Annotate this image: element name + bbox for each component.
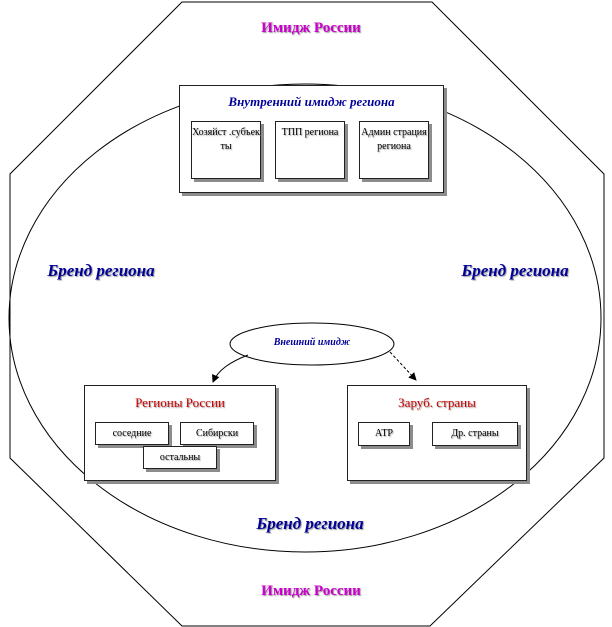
inner-item-3: Админ страция региона (359, 121, 429, 179)
regions-russia-box: Регионы России соседние Сибирски остальн… (84, 385, 276, 481)
brand-left: Бренд региона (47, 261, 155, 280)
brand-bottom: Бренд региона (256, 514, 364, 533)
external-image-ellipse (229, 322, 395, 366)
regions-item-others: остальны (143, 446, 217, 469)
inner-item-1: Хозяйст .субъек ты (191, 121, 261, 179)
external-image-label: Внешний имидж (273, 337, 351, 348)
regions-russia-title: Регионы России (135, 395, 225, 410)
arrow-right (389, 351, 417, 381)
regions-item-siberian: Сибирски (180, 422, 254, 445)
region-ellipse (8, 83, 602, 553)
foreign-item-other: Др. страны (432, 422, 518, 446)
inner-image-box: Внутренний имидж региона Хозяйст .субъек… (179, 85, 444, 193)
brand-right: Бренд региона (461, 261, 569, 280)
foreign-title: Заруб. страны (398, 395, 476, 410)
foreign-item-apr: АТР (358, 422, 410, 446)
octagon-frame (9, 1, 605, 627)
top-title: Имидж России (261, 20, 361, 36)
bottom-title: Имидж России (261, 583, 361, 599)
inner-item-2: ТПП региона (275, 121, 345, 179)
arrow-left (212, 354, 249, 383)
foreign-box: Заруб. страны АТР Др. страны (347, 385, 527, 481)
regions-item-neighbors: соседние (95, 422, 169, 445)
inner-image-title: Внутренний имидж региона (228, 94, 395, 109)
